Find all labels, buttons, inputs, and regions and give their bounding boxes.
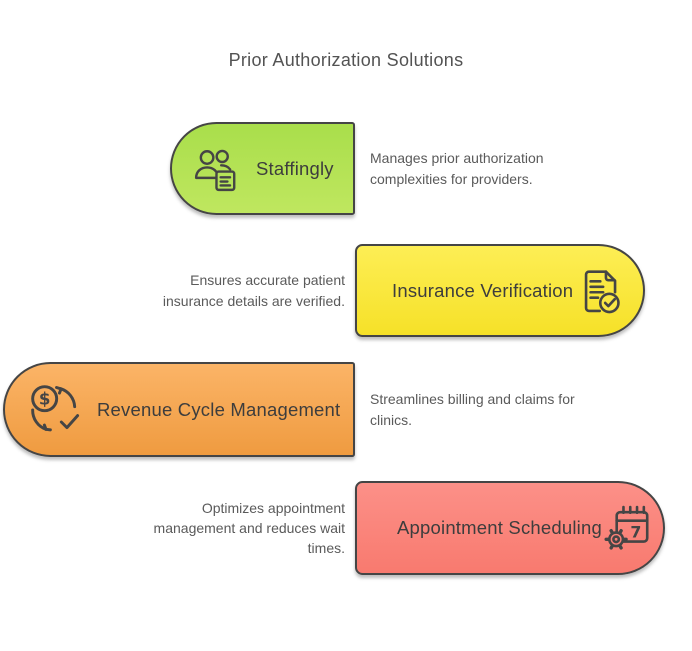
pill-label: Staffingly bbox=[256, 157, 334, 179]
page-title: Prior Authorization Solutions bbox=[228, 50, 464, 70]
calendar-gear-icon: 7 bbox=[602, 503, 654, 553]
description-staffingly: Manages prior authorization complexities… bbox=[370, 150, 544, 187]
pill-label: Revenue Cycle Management bbox=[97, 398, 341, 420]
people-document-icon bbox=[193, 145, 241, 193]
pill-insurance-verification: Insurance Verification bbox=[355, 244, 645, 337]
pill-label: Appointment Scheduling bbox=[397, 517, 602, 538]
pill-staffingly: Staffingly bbox=[170, 122, 355, 215]
description-appointment-scheduling: Optimizes appointment management and red… bbox=[153, 499, 345, 557]
description-insurance-verification: Ensures accurate patient insurance detai… bbox=[162, 272, 345, 309]
pill-label: Insurance Verification bbox=[392, 279, 574, 301]
description-revenue-cycle: Streamlines billing and claims for clini… bbox=[370, 391, 575, 428]
svg-text:$: $ bbox=[39, 389, 51, 408]
pill-revenue-cycle-management: $ Revenue Cycle Management bbox=[3, 362, 355, 457]
pill-appointment-scheduling: Appointment Scheduling 7 bbox=[355, 481, 665, 575]
dollar-cycle-check-icon: $ bbox=[25, 382, 87, 438]
document-check-icon bbox=[573, 266, 623, 316]
svg-text:7: 7 bbox=[630, 523, 641, 542]
